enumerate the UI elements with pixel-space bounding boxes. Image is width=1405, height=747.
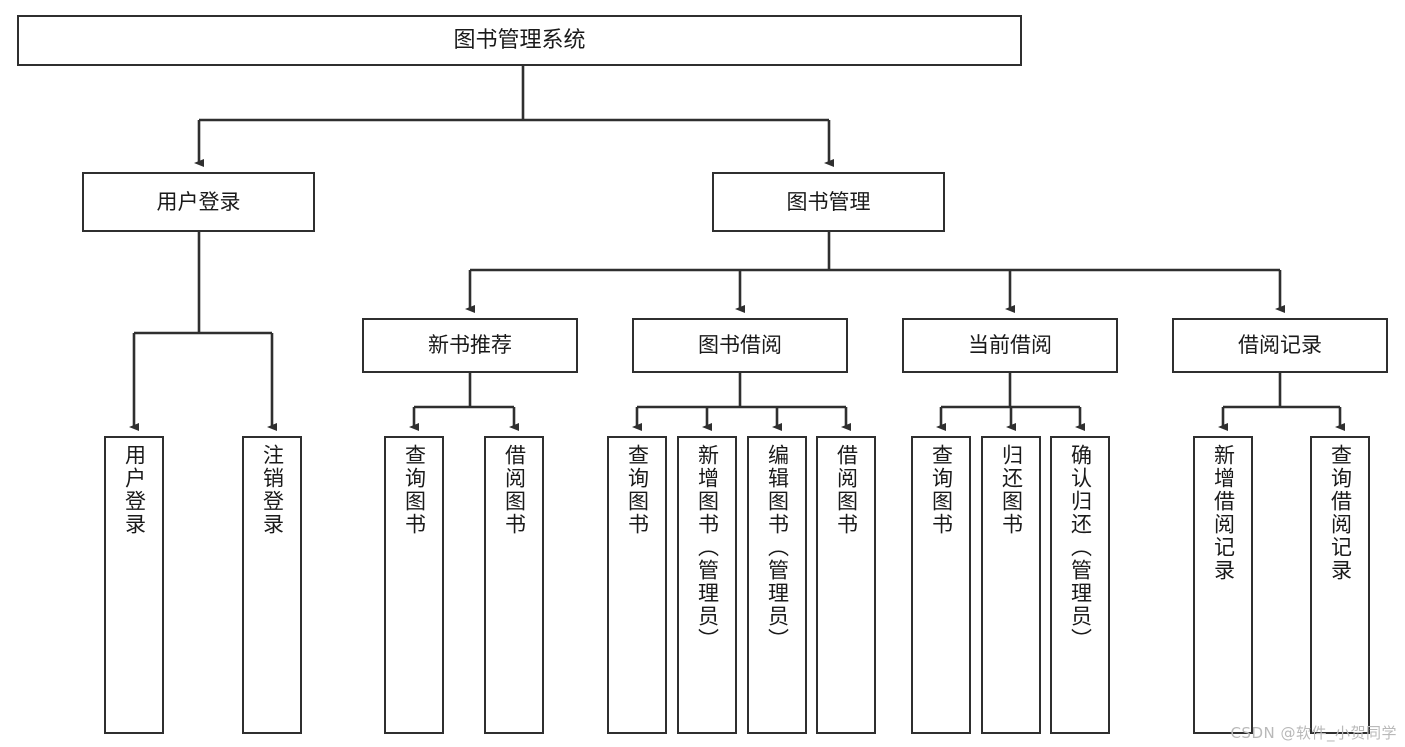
leaf-new-books-borrow-book-label: 借阅图书 <box>502 444 527 536</box>
leaf-records-query-record-label: 查询借阅记录 <box>1328 444 1353 582</box>
node-user-login-label: 用户登录 <box>156 189 241 214</box>
leaf-current-query-book-label: 查询图书 <box>929 444 954 536</box>
leaf-user-login-label: 用户登录 <box>122 444 147 536</box>
node-root-label: 图书管理系统 <box>453 27 586 53</box>
node-borrow-records-label: 借阅记录 <box>1238 333 1322 358</box>
leaf-borrow-borrow-book-label: 借阅图书 <box>834 444 859 536</box>
leaf-new-books-borrow-book[interactable]: 借阅图书 <box>484 436 544 734</box>
leaf-logout[interactable]: 注销登录 <box>242 436 302 734</box>
leaf-current-query-book[interactable]: 查询图书 <box>911 436 971 734</box>
node-new-book-recommend-label: 新书推荐 <box>428 333 512 358</box>
leaf-records-add-record-label: 新增借阅记录 <box>1211 444 1236 582</box>
node-book-management[interactable]: 图书管理 <box>712 172 945 232</box>
leaf-borrow-add-book[interactable]: 新增图书（管理员） <box>677 436 737 734</box>
leaf-user-login[interactable]: 用户登录 <box>104 436 164 734</box>
leaf-current-confirm-return-label: 确认归还（管理员） <box>1068 444 1093 651</box>
node-book-borrow-label: 图书借阅 <box>698 333 782 358</box>
node-root[interactable]: 图书管理系统 <box>17 15 1022 66</box>
leaf-borrow-query-book[interactable]: 查询图书 <box>607 436 667 734</box>
node-user-login[interactable]: 用户登录 <box>82 172 315 232</box>
watermark-text: CSDN @软件_小贺同学 <box>1230 724 1397 742</box>
node-current-borrow-label: 当前借阅 <box>968 333 1052 358</box>
leaf-borrow-edit-book[interactable]: 编辑图书（管理员） <box>747 436 807 734</box>
leaf-current-confirm-return[interactable]: 确认归还（管理员） <box>1050 436 1110 734</box>
node-borrow-records[interactable]: 借阅记录 <box>1172 318 1388 373</box>
node-book-borrow[interactable]: 图书借阅 <box>632 318 848 373</box>
leaf-new-books-query-book[interactable]: 查询图书 <box>384 436 444 734</box>
leaf-borrow-edit-book-label: 编辑图书（管理员） <box>765 444 790 651</box>
leaf-records-add-record[interactable]: 新增借阅记录 <box>1193 436 1253 734</box>
leaf-borrow-add-book-label: 新增图书（管理员） <box>695 444 720 651</box>
leaf-borrow-borrow-book[interactable]: 借阅图书 <box>816 436 876 734</box>
leaf-borrow-query-book-label: 查询图书 <box>625 444 650 536</box>
leaf-records-query-record[interactable]: 查询借阅记录 <box>1310 436 1370 734</box>
leaf-current-return-book-label: 归还图书 <box>999 444 1024 536</box>
node-current-borrow[interactable]: 当前借阅 <box>902 318 1118 373</box>
leaf-current-return-book[interactable]: 归还图书 <box>981 436 1041 734</box>
node-new-book-recommend[interactable]: 新书推荐 <box>362 318 578 373</box>
leaf-logout-label: 注销登录 <box>260 444 285 536</box>
node-book-management-label: 图书管理 <box>786 189 871 214</box>
leaf-new-books-query-book-label: 查询图书 <box>402 444 427 536</box>
